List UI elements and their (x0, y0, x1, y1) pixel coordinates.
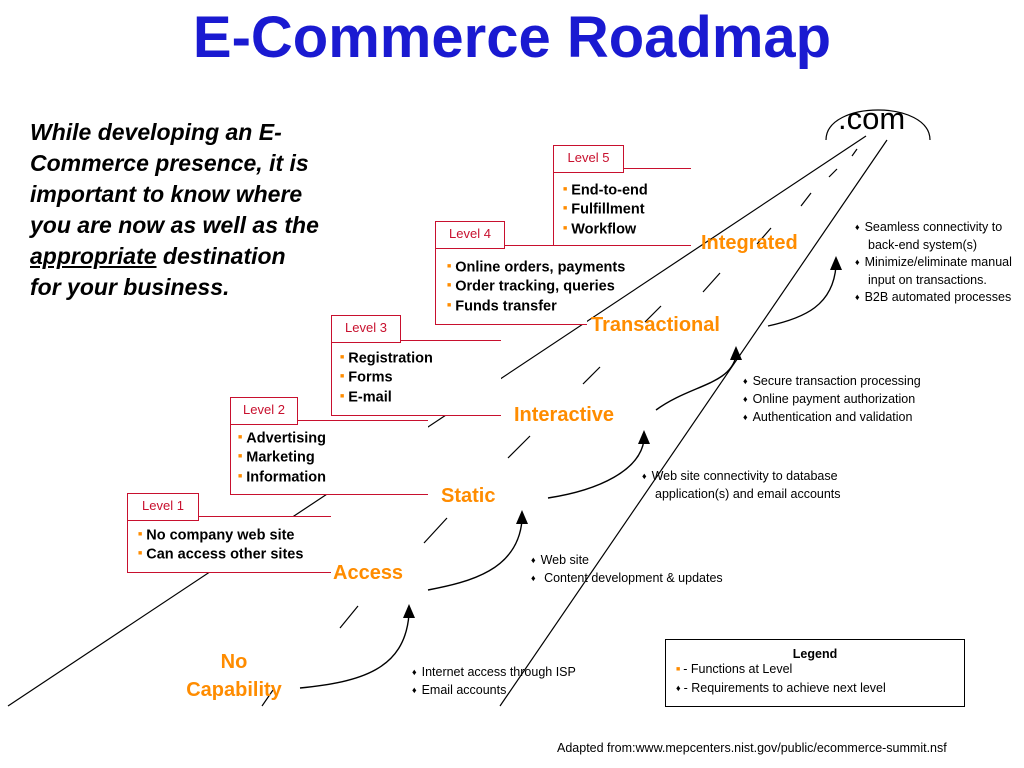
list-item: Internet access through ISP (412, 664, 622, 682)
com-arch (825, 109, 931, 141)
stage-integrated: Integrated (701, 232, 798, 254)
stage-static: Static (441, 485, 496, 507)
list-item: Registration (340, 349, 433, 368)
list-item: Online orders, payments (447, 258, 625, 277)
legend-requirements-text: - Requirements to achieve next level (683, 681, 886, 695)
requirements-to-access: Internet access through ISP Email accoun… (412, 664, 622, 700)
stage-access: Access (333, 562, 404, 584)
page-title: E-Commerce Roadmap (192, 5, 832, 70)
stage-interactive: Interactive (514, 404, 615, 426)
road-right-edge (499, 139, 888, 707)
legend-functions-text: - Functions at Level (683, 662, 793, 676)
requirements-to-interactive: Web site connectivity to database applic… (642, 468, 882, 503)
intro-text-underlined: appropriate (30, 243, 157, 269)
legend-box: Legend ■- Functions at Level ♦- Requirem… (665, 639, 965, 707)
legend-row-functions: ■- Functions at Level (676, 661, 964, 680)
level-3-tag: Level 3 (331, 315, 401, 343)
level-4-functions: Online orders, payments Order tracking, … (447, 258, 625, 316)
list-item: Forms (340, 368, 433, 387)
destination-label: .com (838, 101, 906, 136)
list-item: Funds transfer (447, 297, 625, 316)
list-item: No company web site (138, 526, 303, 545)
legend-row-requirements: ♦- Requirements to achieve next level (676, 680, 964, 698)
requirements-to-static: Web site Content development & updates (531, 552, 771, 588)
list-item: B2B automated processes (855, 289, 1015, 307)
list-item: Minimize/eliminate manual input on trans… (855, 254, 1015, 289)
list-item: Email accounts (412, 682, 622, 700)
stage-no-capability-line-1: No (220, 651, 248, 673)
source-citation: Adapted from:www.mepcenters.nist.gov/pub… (557, 741, 947, 755)
requirements-to-transactional: Secure transaction processing Online pay… (743, 373, 963, 427)
stage-no-capability-line-2: Capability (186, 679, 282, 701)
list-item: Marketing (238, 448, 326, 467)
requirements-to-integrated: Seamless connectivity to back-end system… (855, 219, 1015, 307)
level-1-tag: Level 1 (127, 493, 199, 521)
progress-arrows (299, 265, 837, 689)
intro-text-end: destination for your business. (30, 243, 286, 300)
list-item: Online payment authorization (743, 391, 963, 409)
legend-title: Legend (792, 647, 838, 661)
square-bullet-icon: ■ (676, 666, 681, 673)
list-item: Information (238, 468, 326, 487)
level-2-functions: Advertising Marketing Information (238, 429, 326, 487)
stage-transactional: Transactional (591, 314, 720, 336)
diamond-bullet-icon: ♦ (676, 683, 681, 693)
level-3-functions: Registration Forms E-mail (340, 349, 433, 407)
list-item: Order tracking, queries (447, 277, 625, 296)
level-2-tag: Level 2 (230, 397, 298, 425)
list-item: Fulfillment (563, 200, 648, 219)
list-item: Web site connectivity to database applic… (642, 468, 882, 503)
list-item: Content development & updates (531, 570, 771, 588)
list-item: End-to-end (563, 181, 648, 200)
list-item: Can access other sites (138, 545, 303, 564)
level-5-functions: End-to-end Fulfillment Workflow (563, 181, 648, 239)
road-center-dashes (261, 148, 858, 707)
level-5-tag: Level 5 (553, 145, 624, 173)
road-left-edge (7, 135, 867, 707)
stage-no-capability: No Capability (172, 648, 296, 704)
list-item: Authentication and validation (743, 409, 963, 427)
list-item: Secure transaction processing (743, 373, 963, 391)
list-item: Advertising (238, 429, 326, 448)
list-item: Web site (531, 552, 771, 570)
list-item: E-mail (340, 388, 433, 407)
intro-text: While developing an E-Commerce presence,… (30, 117, 322, 303)
list-item: Workflow (563, 220, 648, 239)
level-1-functions: No company web site Can access other sit… (138, 526, 303, 565)
level-4-tag: Level 4 (435, 221, 505, 249)
intro-text-start: While developing an E-Commerce presence,… (30, 119, 319, 238)
arrow-heads (403, 256, 842, 618)
list-item: Seamless connectivity to back-end system… (855, 219, 1015, 254)
